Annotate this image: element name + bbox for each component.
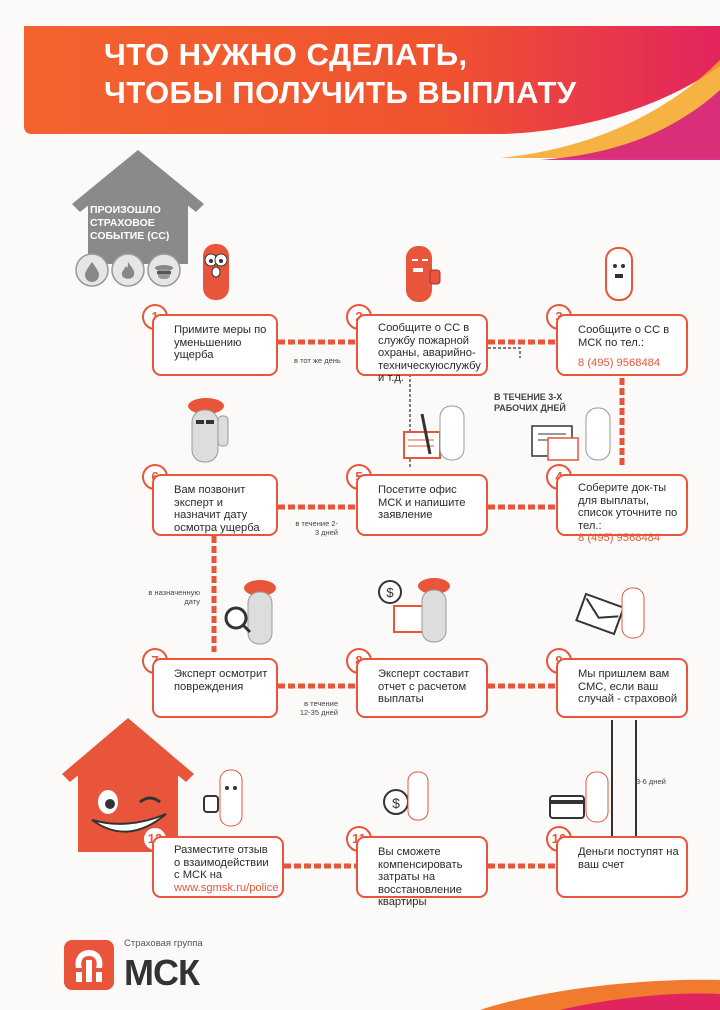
step-9-text: Мы пришлем вам СМС, если ваш случай - ст… bbox=[578, 668, 678, 705]
footer-decor bbox=[480, 979, 720, 1010]
happy-house-icon bbox=[62, 718, 194, 852]
header-decor-stripes bbox=[500, 60, 720, 160]
note-within-12-35-days: в течение 12-35 дней bbox=[299, 699, 338, 717]
step-5: Посетите офис МСК и напишите заявление bbox=[356, 474, 488, 536]
papers-character-icon bbox=[531, 407, 611, 461]
note-within-2-3-days: в течение 2-3 дней bbox=[295, 519, 338, 537]
step-8: Эксперт составит отчет с расчетом выплат… bbox=[356, 658, 488, 718]
card-character-icon bbox=[549, 771, 609, 823]
step-7-text: Эксперт осмотрит повреждения bbox=[174, 668, 268, 693]
documents-character-icon bbox=[403, 405, 465, 461]
note-3-6-days: 3-6 дней bbox=[636, 777, 666, 786]
step-6-text: Вам позвонит эксперт и назначит дату осм… bbox=[174, 484, 260, 534]
step-12-text: Разместите отзыв о взаимодействии с МСК … bbox=[174, 844, 269, 881]
worried-character-icon bbox=[203, 244, 229, 300]
svg-text:$: $ bbox=[392, 795, 400, 811]
step-3-phone[interactable]: 8 (495) 9568484 bbox=[578, 357, 661, 369]
note-on-appointed-date: в назначенную дату bbox=[148, 588, 200, 606]
title-line-1: ЧТО НУЖНО СДЕЛАТЬ, bbox=[104, 37, 468, 72]
start-house-label: ПРОИЗОШЛО СТРАХОВОЕ СОБЫТИЕ (СС) bbox=[90, 204, 170, 242]
step-2: Сообщите о СС в службу пожарной охраны, … bbox=[356, 314, 488, 384]
msk-logo-icon bbox=[64, 940, 114, 990]
step-7: Эксперт осмотрит повреждения bbox=[152, 658, 278, 718]
step-9: Мы пришлем вам СМС, если ваш случай - ст… bbox=[556, 658, 688, 718]
phone-character-icon bbox=[605, 247, 633, 301]
water-drop-icon bbox=[85, 262, 99, 282]
step-5-text: Посетите офис МСК и напишите заявление bbox=[378, 484, 466, 521]
step-10: Деньги поступят на ваш счет bbox=[556, 836, 688, 898]
svg-text:$: $ bbox=[386, 585, 394, 600]
step-11-text: Вы сможете компенсировать затраты на вос… bbox=[378, 846, 463, 908]
expert-report-icon: $ bbox=[378, 578, 450, 643]
note-within-3-days: В ТЕЧЕНИЕ 3-Х РАБОЧИХ ДНЕЙ bbox=[494, 392, 566, 413]
step-4: Соберите док-ты для выплаты, список уточ… bbox=[556, 474, 688, 544]
step-4-text: Соберите док-ты для выплаты, список уточ… bbox=[578, 482, 678, 532]
crying-character-icon bbox=[406, 246, 441, 302]
step-10-text: Деньги поступят на ваш счет bbox=[578, 846, 679, 871]
logo-subtitle: Страховая группа bbox=[124, 938, 203, 949]
step-4-phone[interactable]: 8 (495) 9568484 bbox=[578, 532, 661, 544]
logo-name: МСК bbox=[124, 952, 200, 993]
step-6: Вам позвонит эксперт и назначит дату осм… bbox=[152, 474, 278, 536]
fire-icon bbox=[121, 262, 135, 279]
step-8-text: Эксперт составит отчет с расчетом выплат… bbox=[378, 668, 470, 705]
money-character-icon: $ bbox=[383, 771, 429, 821]
sms-character-icon bbox=[575, 587, 645, 639]
note-same-day: в тот же день bbox=[294, 356, 341, 365]
step-3: Сообщите о СС в МСК по тел.: 8 (495) 956… bbox=[556, 314, 688, 376]
step-12-link[interactable]: www.sgmsk.ru/police bbox=[174, 881, 279, 894]
step-2-text: Сообщите о СС в службу пожарной охраны, … bbox=[378, 322, 481, 384]
step-11: Вы сможете компенсировать затраты на вос… bbox=[356, 836, 488, 908]
expert-character-icon bbox=[188, 398, 229, 463]
step-1: Примите меры по уменьшению ущерба bbox=[152, 314, 278, 376]
step-1-text: Примите меры по уменьшению ущерба bbox=[174, 324, 267, 361]
expert-magnifier-icon bbox=[224, 580, 276, 645]
page-title: ЧТО НУЖНО СДЕЛАТЬ, ЧТОБЫ ПОЛУЧИТЬ ВЫПЛАТ… bbox=[104, 36, 577, 112]
burglar-icon bbox=[155, 265, 173, 279]
title-line-2: ЧТОБЫ ПОЛУЧИТЬ ВЫПЛАТУ bbox=[104, 75, 577, 110]
thumbs-up-character-icon bbox=[203, 769, 243, 827]
step-3-text: Сообщите о СС в МСК по тел.: bbox=[578, 324, 670, 349]
step-12: Разместите отзыв о взаимодействии с МСК … bbox=[152, 836, 284, 898]
header-banner bbox=[24, 26, 720, 134]
